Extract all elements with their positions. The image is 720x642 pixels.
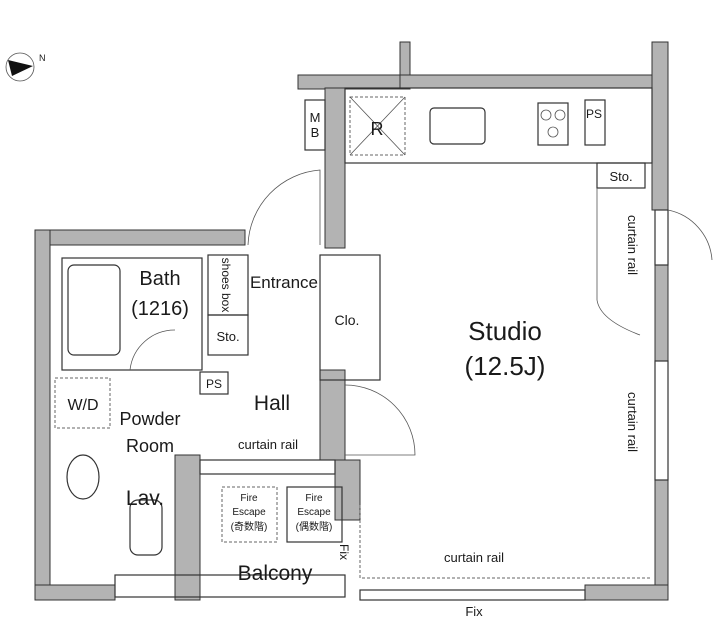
room-label-mb-b: B <box>311 125 320 140</box>
room-label-storage-studio: Sto. <box>609 169 632 184</box>
curtain-rail-hall-label: curtain rail <box>238 437 298 452</box>
fix-window-vertical-label: Fix <box>337 544 351 560</box>
curtain-rail-bottom-label: curtain rail <box>444 550 504 565</box>
compass-label: N <box>39 53 46 63</box>
room-label-storage-entrance: Sto. <box>216 329 239 344</box>
room-label-balcony: Balcony <box>238 562 313 585</box>
curtain-rail-right-bottom-label: curtain rail <box>625 392 640 452</box>
room-label-studio: Studio <box>468 316 542 346</box>
room-size-bath: (1216) <box>131 298 189 320</box>
windows <box>114 209 669 601</box>
room-label-entrance: Entrance <box>250 273 318 292</box>
fire-escape-even-line2: Escape <box>297 507 331 518</box>
curtain-rail-right-top-label: curtain rail <box>625 215 640 275</box>
room-label-mb-m: M <box>310 110 321 125</box>
fire-escape-even-floors: Fire Escape (偶数階) <box>296 493 333 533</box>
room-label-powder: Powder <box>119 409 180 429</box>
fire-escape-odd-line3: (奇数階) <box>231 520 268 533</box>
fire-escape-even-line1: Fire <box>305 493 323 504</box>
room-label-ps-kitchen: PS <box>586 107 602 121</box>
room-label-room: Room <box>126 436 174 456</box>
fix-window-bottom-label: Fix <box>465 604 483 619</box>
refrigerator-label: R <box>371 119 384 139</box>
room-label-shoes-box: shoes box <box>219 258 233 313</box>
room-label-hall: Hall <box>254 392 290 415</box>
fire-escape-odd-line2: Escape <box>232 507 266 518</box>
room-label-lavatory: Lav. <box>126 487 164 510</box>
interior-partitions <box>54 87 713 579</box>
room-size-studio: (12.5J) <box>465 351 546 381</box>
room-label-closet: Clo. <box>335 312 360 328</box>
exterior-walls <box>34 41 669 601</box>
room-label-ps-hall: PS <box>206 377 222 391</box>
fire-escape-odd-floors: Fire Escape (奇数階) <box>231 493 268 533</box>
room-label-bath: Bath <box>139 268 180 290</box>
room-label-washer-dryer: W/D <box>67 397 98 414</box>
north-compass-icon: N <box>5 52 46 82</box>
fire-escape-even-line3: (偶数階) <box>296 520 333 533</box>
fire-escape-odd-line1: Fire <box>240 493 258 504</box>
